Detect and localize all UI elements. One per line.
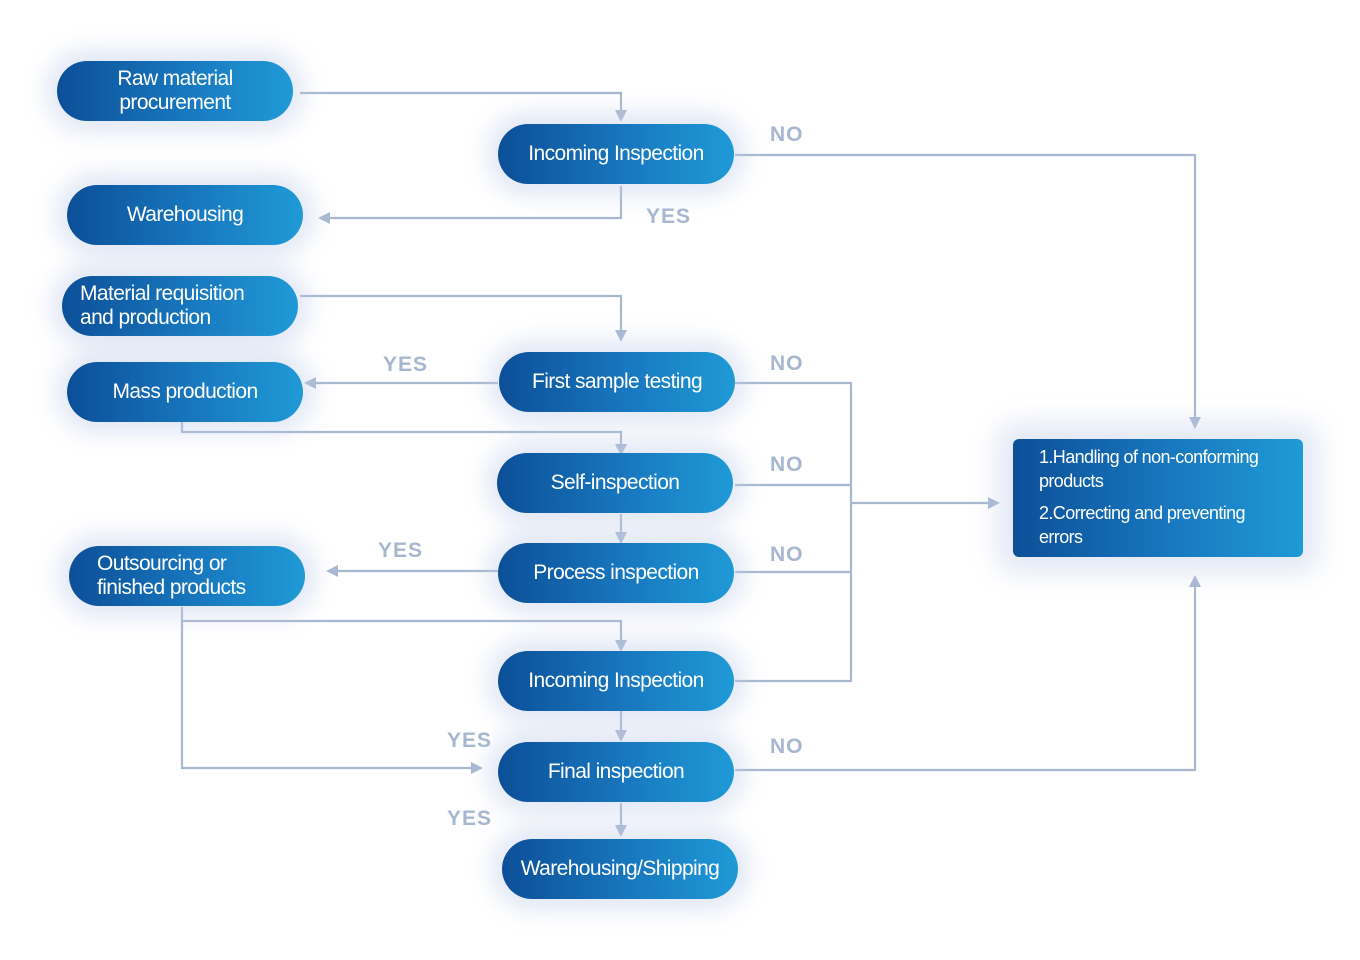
node-process-inspection: Process inspection [498,543,734,603]
label-no-final-inspection: NO [770,735,804,758]
connector-outsourcing-to-incoming2 [180,607,627,652]
label-yes-shipping: YES [447,807,493,830]
node-raw-material: Raw material procurement [57,61,293,121]
result-item-1: 1.Handling of non-conforming products [1039,447,1259,491]
label-no-incoming-1: NO [770,123,804,146]
connector-no-firstsample [735,381,853,683]
label-no-process-inspection: NO [770,543,804,566]
label-yes-final-from-outsourcing: YES [447,729,493,752]
connector-final-to-result [735,575,1201,772]
node-incoming-inspection-2: Incoming Inspection [498,651,734,711]
label-yes-warehousing: YES [646,205,692,228]
result-box-nonconforming: 1.Handling of non-conforming products 2.… [1013,439,1303,557]
label-no-self-inspection: NO [770,453,804,476]
node-warehousing-shipping: Warehousing/Shipping [502,839,738,899]
connector-outsourcing-to-final [180,621,483,774]
node-incoming-inspection-1: Incoming Inspection [498,124,734,184]
node-final-inspection: Final inspection [498,742,734,802]
node-outsourcing: Outsourcing or finished products [69,546,305,606]
connector-requisition-to-firstsample [300,294,627,342]
connector-incoming-to-warehousing [318,186,623,224]
node-material-requisition: Material requisition and production [62,276,298,336]
connector-incoming-to-result [735,153,1201,429]
node-self-inspection: Self-inspection [497,453,733,513]
node-first-sample-testing: First sample testing [499,352,735,412]
label-yes-mass-production: YES [383,353,429,376]
result-item-2: 2.Correcting and preventing errors [1039,503,1246,547]
connector-raw-to-incoming [300,91,627,122]
node-warehousing: Warehousing [67,185,303,245]
connector-mass-to-self [180,422,627,456]
label-no-first-sample: NO [770,352,804,375]
label-yes-outsourcing: YES [378,539,424,562]
node-mass-production: Mass production [67,362,303,422]
